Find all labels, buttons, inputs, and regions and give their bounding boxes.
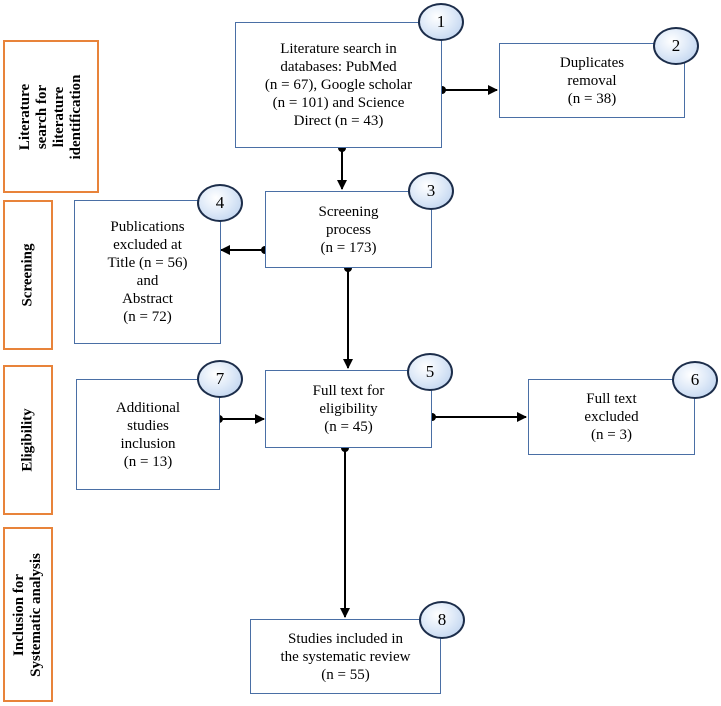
step-badge-4: 4 — [197, 184, 243, 222]
box-publications-excluded: Publications excluded at Title (n = 56) … — [74, 200, 221, 344]
step-badge-6: 6 — [672, 361, 718, 399]
box-screening-process: Screening process (n = 173) — [265, 191, 432, 268]
box-literature-search: Literature search in databases: PubMed (… — [235, 22, 442, 148]
step-badge-8: 8 — [419, 601, 465, 639]
step-badge-1: 1 — [418, 3, 464, 41]
box-duplicates-removal: Duplicates removal (n = 38) — [499, 43, 685, 118]
phase-inclusion: Inclusion for Systematic analysis — [3, 527, 53, 702]
step-badge-7: 7 — [197, 360, 243, 398]
step-badge-5: 5 — [407, 353, 453, 391]
box-full-text-eligibility: Full text for eligibility (n = 45) — [265, 370, 432, 448]
box-additional-studies: Additional studies inclusion (n = 13) — [76, 379, 220, 490]
box-studies-included: Studies included in the systematic revie… — [250, 619, 441, 694]
phase-identification: Literature search for literature identif… — [3, 40, 99, 193]
phase-eligibility: Eligibility — [3, 365, 53, 515]
phase-screening: Screening — [3, 200, 53, 350]
step-badge-2: 2 — [653, 27, 699, 65]
step-badge-3: 3 — [408, 172, 454, 210]
box-full-text-excluded: Full text excluded (n = 3) — [528, 379, 695, 455]
